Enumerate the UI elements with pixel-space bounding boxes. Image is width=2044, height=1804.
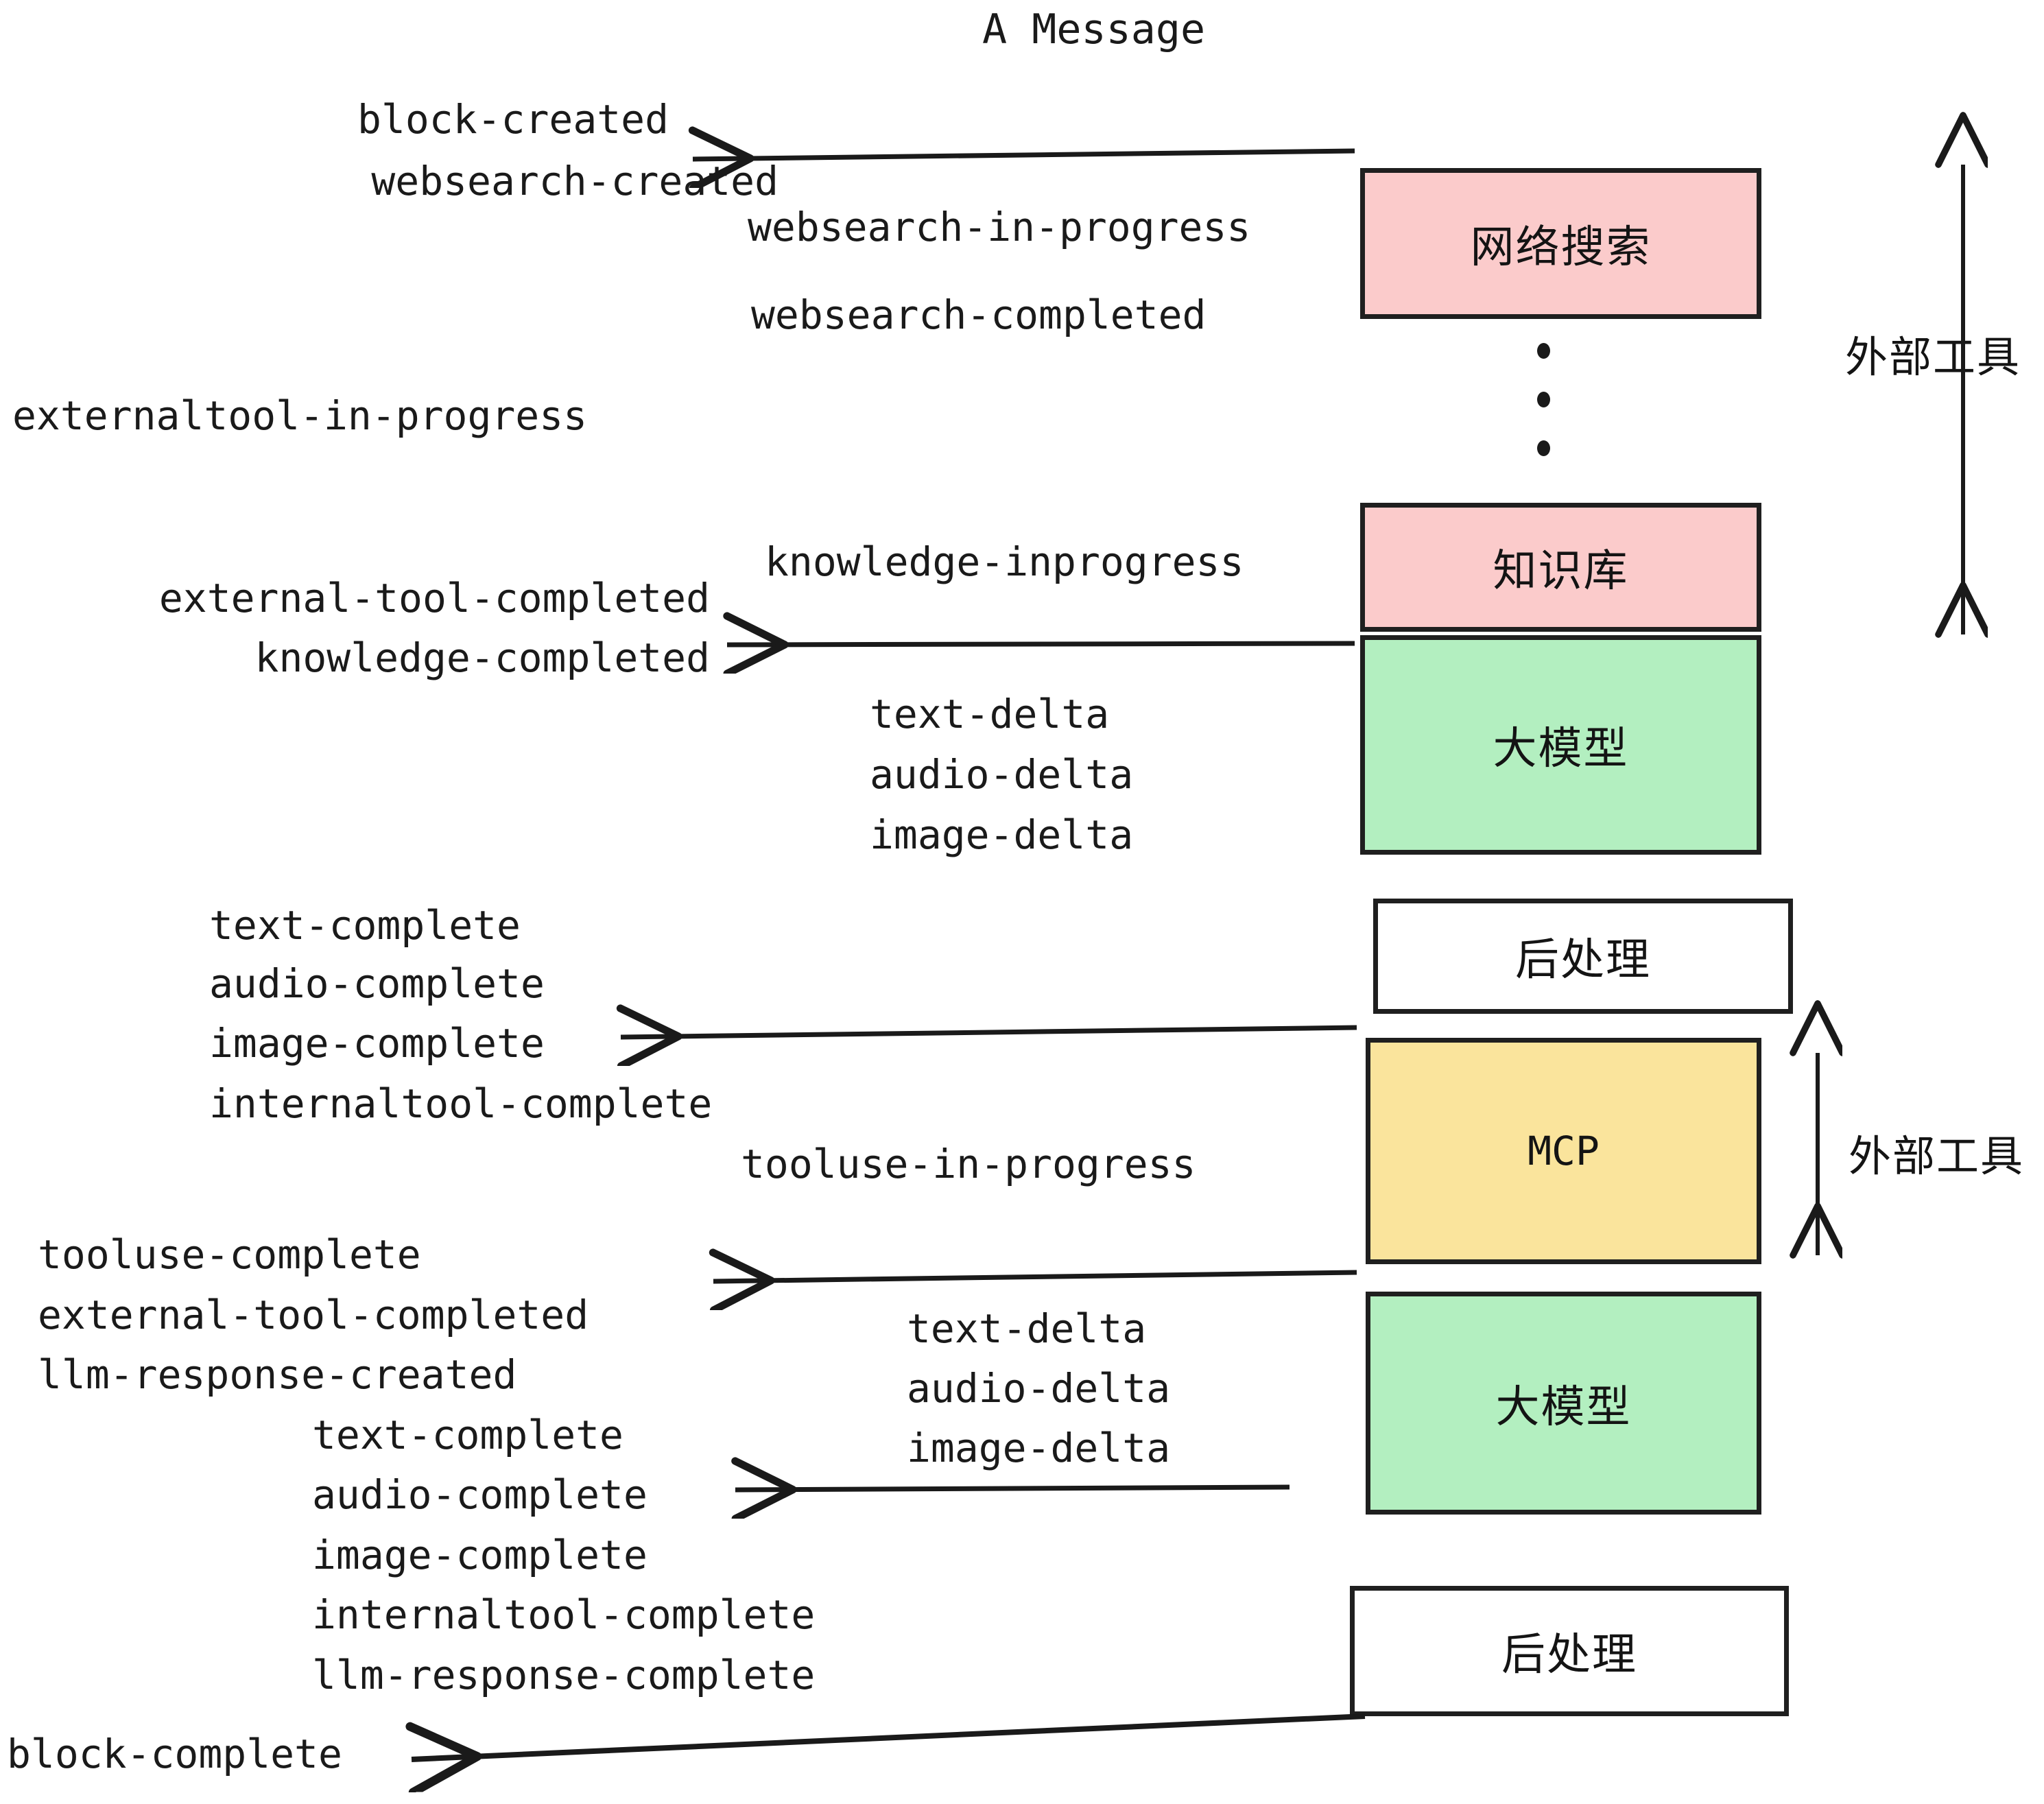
node-websearch[interactable]: 网络搜索 (1360, 168, 1761, 319)
arrow-knowledge-to-knowledge-completed (727, 643, 1355, 645)
node-mcp[interactable]: MCP (1366, 1038, 1761, 1264)
node-mcp-label: MCP (1528, 1128, 1600, 1174)
event-label-audio-complete-1: audio-complete (209, 960, 545, 1007)
arrow-mcp-to-tooluse-complete (713, 1272, 1357, 1281)
arrow-postprocess-to-block-complete (412, 1713, 1366, 1759)
event-label-llm-response-complete: llm-response-complete (312, 1652, 816, 1698)
event-label-audio-complete-2: audio-complete (312, 1471, 647, 1518)
event-label-image-complete-1: image-complete (209, 1020, 545, 1067)
arrow-llm-to-audio-complete (735, 1487, 1290, 1490)
event-label-externaltool-in-progress: externaltool-in-progress (12, 392, 588, 439)
node-websearch-label: 网络搜索 (1470, 222, 1652, 273)
event-label-websearch-completed: websearch-completed (751, 292, 1207, 338)
event-label-external-tool-completed-1: external-tool-completed (158, 575, 710, 621)
event-label-audio-delta-2: audio-delta (907, 1365, 1171, 1412)
event-label-llm-response-created: llm-response-created (38, 1351, 517, 1398)
node-llm-first-label: 大模型 (1493, 724, 1629, 774)
diagram-title: A Message (982, 5, 1206, 54)
node-postprocess-second[interactable]: 后处理 (1350, 1586, 1789, 1716)
event-label-websearch-in-progress: websearch-in-progress (748, 204, 1251, 250)
event-label-internaltool-complete-2: internaltool-complete (312, 1591, 816, 1638)
event-label-text-complete-2: text-complete (312, 1412, 623, 1458)
event-label-internaltool-complete-1: internaltool-complete (209, 1080, 713, 1127)
event-label-text-complete-1: text-complete (209, 902, 521, 949)
node-llm-second[interactable]: 大模型 (1366, 1292, 1761, 1515)
event-label-block-complete: block-complete (7, 1731, 342, 1777)
node-postprocess-second-label: 后处理 (1501, 1630, 1637, 1681)
event-label-text-delta-2: text-delta (907, 1305, 1147, 1352)
event-label-websearch-created: websearch-created (371, 158, 779, 204)
event-label-image-delta-1: image-delta (870, 811, 1134, 858)
event-label-audio-delta-1: audio-delta (870, 751, 1134, 798)
ellipsis-dots (1535, 343, 1552, 456)
group-label-external-tools-top: 外部工具 (1845, 332, 2021, 382)
arrow-postprocess-to-image-complete (621, 1028, 1357, 1037)
event-label-tooluse-in-progress: tooluse-in-progress (741, 1141, 1196, 1187)
event-label-knowledge-inprogress: knowledge-inprogress (765, 538, 1244, 585)
event-label-text-delta-1: text-delta (870, 691, 1110, 737)
event-label-image-delta-2: image-delta (907, 1425, 1171, 1471)
event-label-tooluse-complete: tooluse-complete (38, 1231, 421, 1278)
event-label-external-tool-completed-2: external-tool-completed (38, 1292, 589, 1338)
arrow-websearch-to-block-created (693, 151, 1355, 159)
node-llm-first[interactable]: 大模型 (1360, 635, 1761, 855)
node-postprocess-first-label: 后处理 (1515, 935, 1651, 986)
node-llm-second-label: 大模型 (1495, 1381, 1632, 1433)
node-knowledge-base[interactable]: 知识库 (1360, 503, 1761, 632)
event-label-block-created: block-created (357, 96, 669, 143)
event-label-image-complete-2: image-complete (312, 1532, 647, 1578)
group-label-external-tools-bottom: 外部工具 (1849, 1131, 2025, 1181)
event-label-knowledge-completed: knowledge-completed (254, 634, 710, 681)
node-knowledge-base-label: 知识库 (1493, 546, 1629, 597)
node-postprocess-first[interactable]: 后处理 (1373, 899, 1793, 1014)
